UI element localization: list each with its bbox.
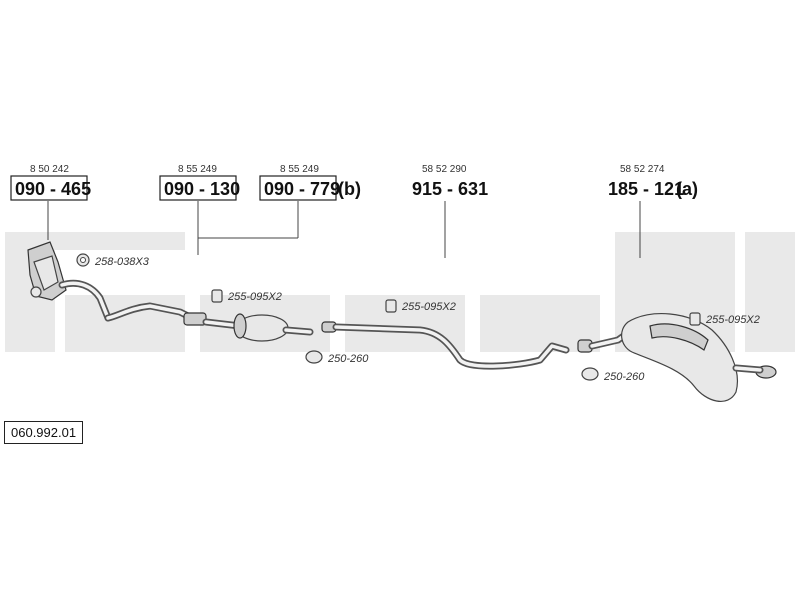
part-suffix: (b) [338,179,361,199]
accessory-rubber-mount-3[interactable]: 255-095X2 [689,312,760,326]
part-number: 090 - 465 [15,179,91,199]
part-label-3[interactable]: 8 55 249 090 - 779 (b) [259,164,361,201]
part-number: 090 - 130 [164,179,240,199]
center-muffler[interactable] [233,313,314,342]
accessory-clamp-2[interactable]: 250-260 [581,367,645,383]
clamp-icon [305,350,323,364]
accessory-rubber-mount-2[interactable]: 255-095X2 [385,299,456,313]
accessory-rubber-mount-1[interactable]: 255-095X2 [211,289,282,303]
accessory-label: 255-095X2 [401,301,456,313]
part-label-5[interactable]: 58 52 274 185 - 121 (a) [608,164,698,199]
part-ref: 58 52 290 [422,164,467,175]
accessory-label: 255-095X2 [227,291,282,303]
rubber-mount-icon [689,312,701,326]
accessory-clamp-1[interactable]: 250-260 [305,350,369,365]
catalytic-converter[interactable] [27,241,112,322]
clamp-icon [581,367,599,381]
part-ref: 8 50 242 [30,164,69,175]
part-number: 090 - 779 [264,179,340,199]
rubber-mount-icon [385,299,397,313]
accessory-label: 250-260 [603,371,645,383]
diagram-code: 060.992.01 [4,421,84,444]
rubber-mount-icon [211,289,223,303]
rear-pipe[interactable] [321,321,570,370]
accessory-label: 255-095X2 [705,314,760,326]
part-ref: 8 55 249 [178,164,217,175]
accessory-nut[interactable]: 258-038X3 [76,253,150,268]
part-suffix: (a) [676,179,698,199]
accessory-label: 258-038X3 [94,256,150,268]
part-ref: 58 52 274 [620,164,665,175]
part-number: 915 - 631 [412,179,488,199]
part-label-4[interactable]: 58 52 290 915 - 631 [412,164,488,199]
part-label-1[interactable]: 8 50 242 090 - 465 [10,164,91,201]
accessory-label: 250-260 [327,353,369,365]
rear-silencer[interactable] [577,312,777,402]
part-label-2[interactable]: 8 55 249 090 - 130 [159,164,240,201]
part-ref: 8 55 249 [280,164,319,175]
leader-lines [47,201,641,258]
part-number: 185 - 121 [608,179,684,199]
